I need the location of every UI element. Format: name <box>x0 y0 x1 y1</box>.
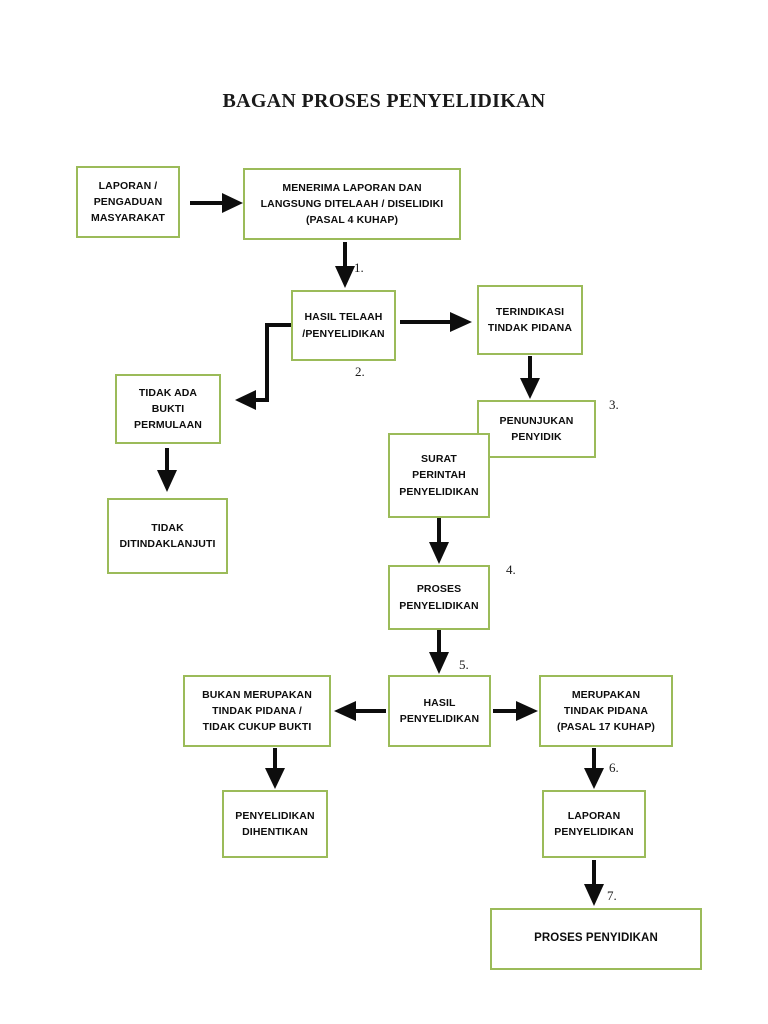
step-number-7: 7. <box>607 888 617 903</box>
node-bukan-tindak-pidana-line3: TIDAK CUKUP BUKTI <box>202 721 312 734</box>
node-hasil-telaah-line1: HASIL TELAAH <box>304 311 383 324</box>
node-bukan-tindak-pidana-line2: TINDAK PIDANA / <box>212 704 302 717</box>
node-tidak-ada-bukti-line1: TIDAK ADA <box>138 386 198 399</box>
arrow-laporan-penyelidikan-to-proses-penyidikan <box>584 860 604 906</box>
arrow-bukan-tindak-pidana-to-penyelidikan-dihentikan <box>265 748 285 789</box>
arrow-menerima-to-hasil-telaah <box>335 242 355 288</box>
arrow-surat-perintah-to-proses-penyelidikan <box>429 518 449 564</box>
node-laporan-penyelidikan[interactable]: LAPORAN PENYELIDIKAN <box>542 790 646 858</box>
node-penyelidikan-dihentikan-line2: DIHENTIKAN <box>242 826 308 838</box>
node-terindikasi-tindak-pidana[interactable]: TERINDIKASI TINDAK PIDANA <box>477 285 583 355</box>
node-surat-perintah-penyelidikan[interactable]: SURAT PERINTAH PENYELIDIKAN <box>388 433 490 518</box>
node-proses-penyidikan[interactable]: PROSES PENYIDIKAN <box>490 908 702 970</box>
node-merupakan-tindak-pidana-line3: (PASAL 17 KUHAP) <box>556 721 656 734</box>
arrow-terindikasi-to-penunjukan <box>520 356 540 399</box>
step-number-2: 2. <box>355 364 365 379</box>
node-menerima-laporan-line1: MENERIMA LAPORAN DAN <box>282 181 422 194</box>
arrow-proses-penyelidikan-to-hasil-penyelidikan <box>429 630 449 674</box>
arrow-hasil-telaah-to-tidak-ada-bukti <box>235 323 291 410</box>
node-tidak-ada-bukti-line3: PERMULAAN <box>134 419 202 432</box>
arrow-hasil-telaah-to-terindikasi <box>400 312 472 332</box>
node-hasil-telaah-line2: /PENYELIDIKAN <box>302 327 385 340</box>
node-tidak-ditindaklanjuti-line1: TIDAK <box>151 521 184 534</box>
node-proses-penyelidikan[interactable]: PROSES PENYELIDIKAN <box>388 565 490 630</box>
node-proses-penyelidikan-line2: PENYELIDIKAN <box>399 599 479 612</box>
node-penunjukan-penyidik[interactable]: PENUNJUKAN PENYIDIK <box>477 400 596 458</box>
node-surat-perintah-line3: PENYELIDIKAN <box>399 485 479 498</box>
node-laporan-pengaduan-line1: LAPORAN / <box>98 179 158 192</box>
node-bukan-merupakan-tindak-pidana[interactable]: BUKAN MERUPAKAN TINDAK PIDANA / TIDAK CU… <box>183 675 331 747</box>
node-laporan-pengaduan-line2: PENGADUAN <box>93 195 163 208</box>
node-merupakan-tindak-pidana-line1: MERUPAKAN <box>571 688 641 701</box>
node-hasil-penyelidikan[interactable]: HASIL PENYELIDIKAN <box>388 675 491 747</box>
step-number-1: 1. <box>354 260 364 275</box>
step-number-6: 6. <box>609 760 619 775</box>
node-proses-penyelidikan-line1: PROSES <box>416 583 462 596</box>
node-tidak-ada-bukti-line2: BUKTI <box>151 402 185 415</box>
node-terindikasi-line2: TINDAK PIDANA <box>487 322 573 334</box>
node-penunjukan-penyidik-line1: PENUNJUKAN <box>499 414 574 427</box>
page-title: BAGAN PROSES PENYELIDIKAN <box>222 90 546 112</box>
step-number-3: 3. <box>609 397 619 412</box>
node-hasil-telaah[interactable]: HASIL TELAAH /PENYELIDIKAN <box>291 290 396 361</box>
node-menerima-laporan[interactable]: MENERIMA LAPORAN DAN LANGSUNG DITELAAH /… <box>243 168 461 240</box>
node-tidak-ditindaklanjuti-line2: DITINDAKLANJUTI <box>119 538 216 550</box>
node-menerima-laporan-line3: (PASAL 4 KUHAP) <box>305 214 399 227</box>
step-number-4: 4. <box>506 562 516 577</box>
node-tidak-ada-bukti-permulaan[interactable]: TIDAK ADA BUKTI PERMULAAN <box>115 374 221 444</box>
arrow-hasil-penyelidikan-to-bukan-tindak-pidana <box>334 701 386 721</box>
node-merupakan-tindak-pidana[interactable]: MERUPAKAN TINDAK PIDANA (PASAL 17 KUHAP) <box>539 675 673 747</box>
node-terindikasi-line1: TERINDIKASI <box>495 305 565 318</box>
node-hasil-penyelidikan-line2: PENYELIDIKAN <box>399 713 480 725</box>
node-surat-perintah-line1: SURAT <box>421 453 457 466</box>
node-laporan-pengaduan[interactable]: LAPORAN / PENGADUAN MASYARAKAT <box>76 166 180 238</box>
node-tidak-ditindaklanjuti[interactable]: TIDAK DITINDAKLANJUTI <box>107 498 228 574</box>
arrow-laporan-to-menerima <box>190 193 243 213</box>
step-number-5: 5. <box>459 657 469 672</box>
arrow-merupakan-tindak-pidana-to-laporan-penyelidikan <box>584 748 604 789</box>
node-hasil-penyelidikan-line1: HASIL <box>423 696 456 709</box>
node-laporan-penyelidikan-line1: LAPORAN <box>567 809 621 822</box>
node-bukan-tindak-pidana-line1: BUKAN MERUPAKAN <box>202 688 312 701</box>
node-laporan-pengaduan-line3: MASYARAKAT <box>91 212 165 225</box>
node-surat-perintah-line2: PERINTAH <box>412 469 466 482</box>
arrow-hasil-penyelidikan-to-merupakan-tindak-pidana <box>493 701 538 721</box>
node-penyelidikan-dihentikan-line1: PENYELIDIKAN <box>235 809 315 822</box>
node-merupakan-tindak-pidana-line2: TINDAK PIDANA <box>563 704 649 717</box>
node-menerima-laporan-line2: LANGSUNG DITELAAH / DISELIDIKI <box>260 197 444 210</box>
node-penyelidikan-dihentikan[interactable]: PENYELIDIKAN DIHENTIKAN <box>222 790 328 858</box>
node-penunjukan-penyidik-line2: PENYIDIK <box>511 431 562 443</box>
node-laporan-penyelidikan-line2: PENYELIDIKAN <box>554 826 634 838</box>
node-proses-penyidikan-line1: PROSES PENYIDIKAN <box>534 932 658 945</box>
